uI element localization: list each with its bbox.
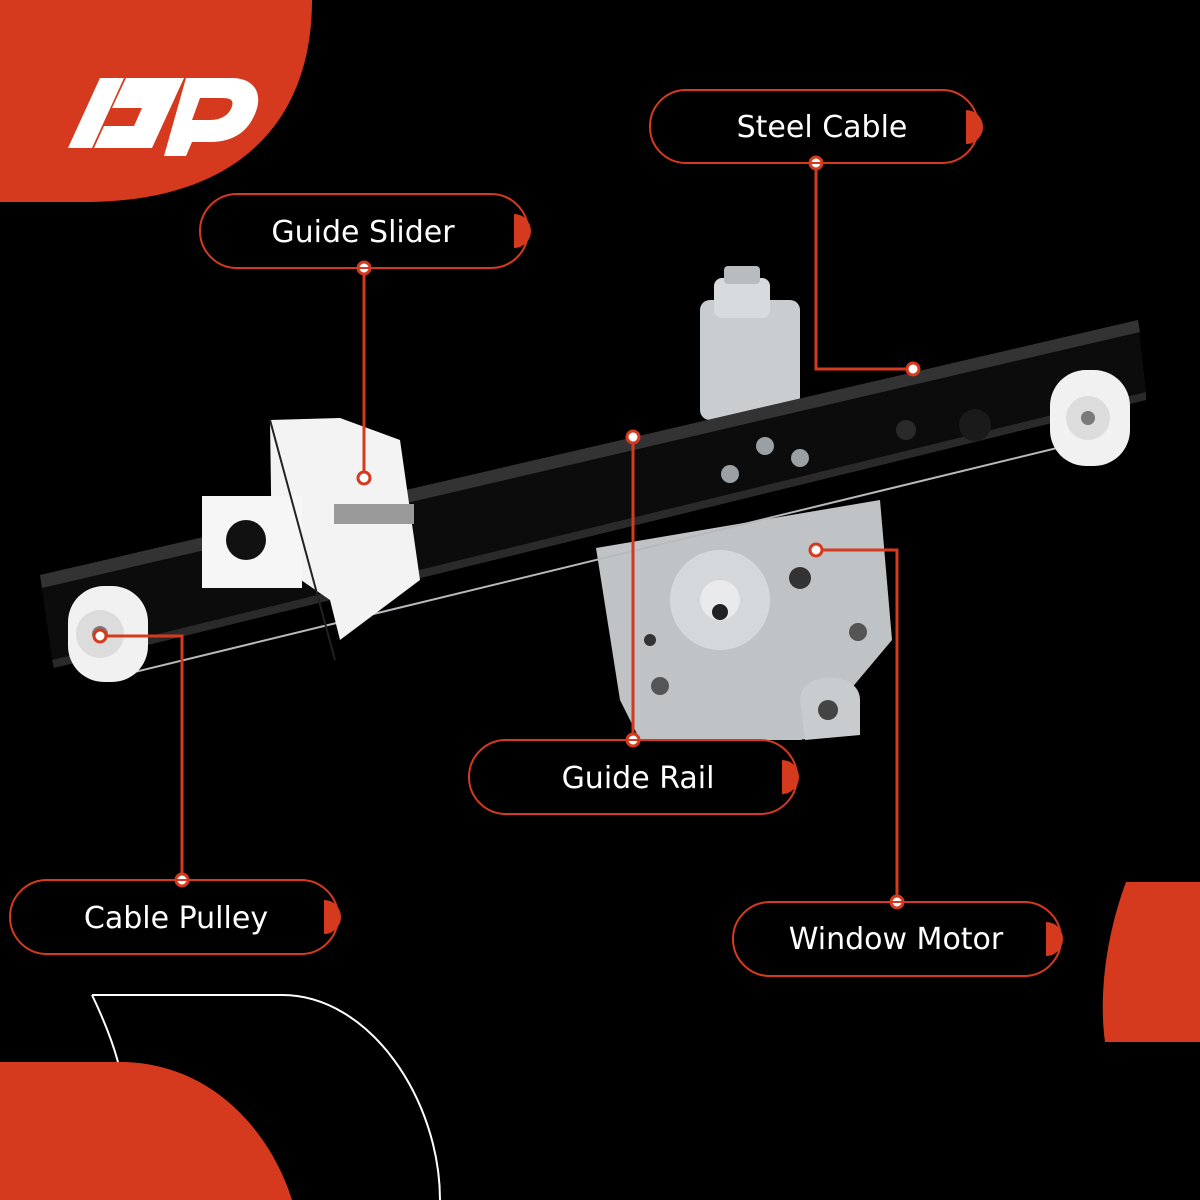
motor-cylinder bbox=[700, 266, 800, 420]
callout-leaders bbox=[100, 163, 913, 902]
bottom-left-outline-curve-left bbox=[91, 994, 119, 1063]
right-pulley bbox=[1050, 370, 1130, 466]
bottom-left-outline-curve bbox=[92, 994, 441, 1200]
window-regulator bbox=[40, 266, 1146, 740]
window-motor-target-dot bbox=[808, 542, 824, 558]
ap-logo bbox=[68, 78, 259, 156]
steel-cable-target-dot bbox=[905, 361, 921, 377]
steel-cable-leader bbox=[814, 163, 913, 371]
callout-guide-slider: Guide Slider bbox=[199, 193, 531, 269]
bottom-left-accent-shape bbox=[0, 1062, 292, 1200]
callout-label-guide-slider: Guide Slider bbox=[271, 215, 455, 250]
callout-window-motor: Window Motor bbox=[732, 901, 1063, 977]
callout-label-cable-pulley: Cable Pulley bbox=[84, 901, 268, 936]
guide-slider-target-dot bbox=[356, 470, 372, 486]
right-accent-shape bbox=[1102, 882, 1200, 1042]
steel-cable-line bbox=[109, 439, 1091, 679]
guide-slider-part bbox=[202, 418, 420, 661]
callout-label-steel-cable: Steel Cable bbox=[737, 110, 908, 145]
callout-label-guide-rail: Guide Rail bbox=[562, 761, 715, 796]
left-pulley bbox=[68, 586, 148, 682]
cable-pulley-leader bbox=[100, 634, 184, 880]
callout-label-window-motor: Window Motor bbox=[789, 922, 1004, 957]
guide-rail-target-dot bbox=[625, 429, 641, 445]
window-motor-leader bbox=[816, 548, 899, 902]
gearbox-housing bbox=[596, 500, 892, 740]
callout-steel-cable: Steel Cable bbox=[649, 89, 983, 164]
callout-guide-rail: Guide Rail bbox=[468, 739, 799, 815]
cable-pulley-target-dot bbox=[92, 628, 108, 644]
callout-cable-pulley: Cable Pulley bbox=[9, 879, 341, 955]
